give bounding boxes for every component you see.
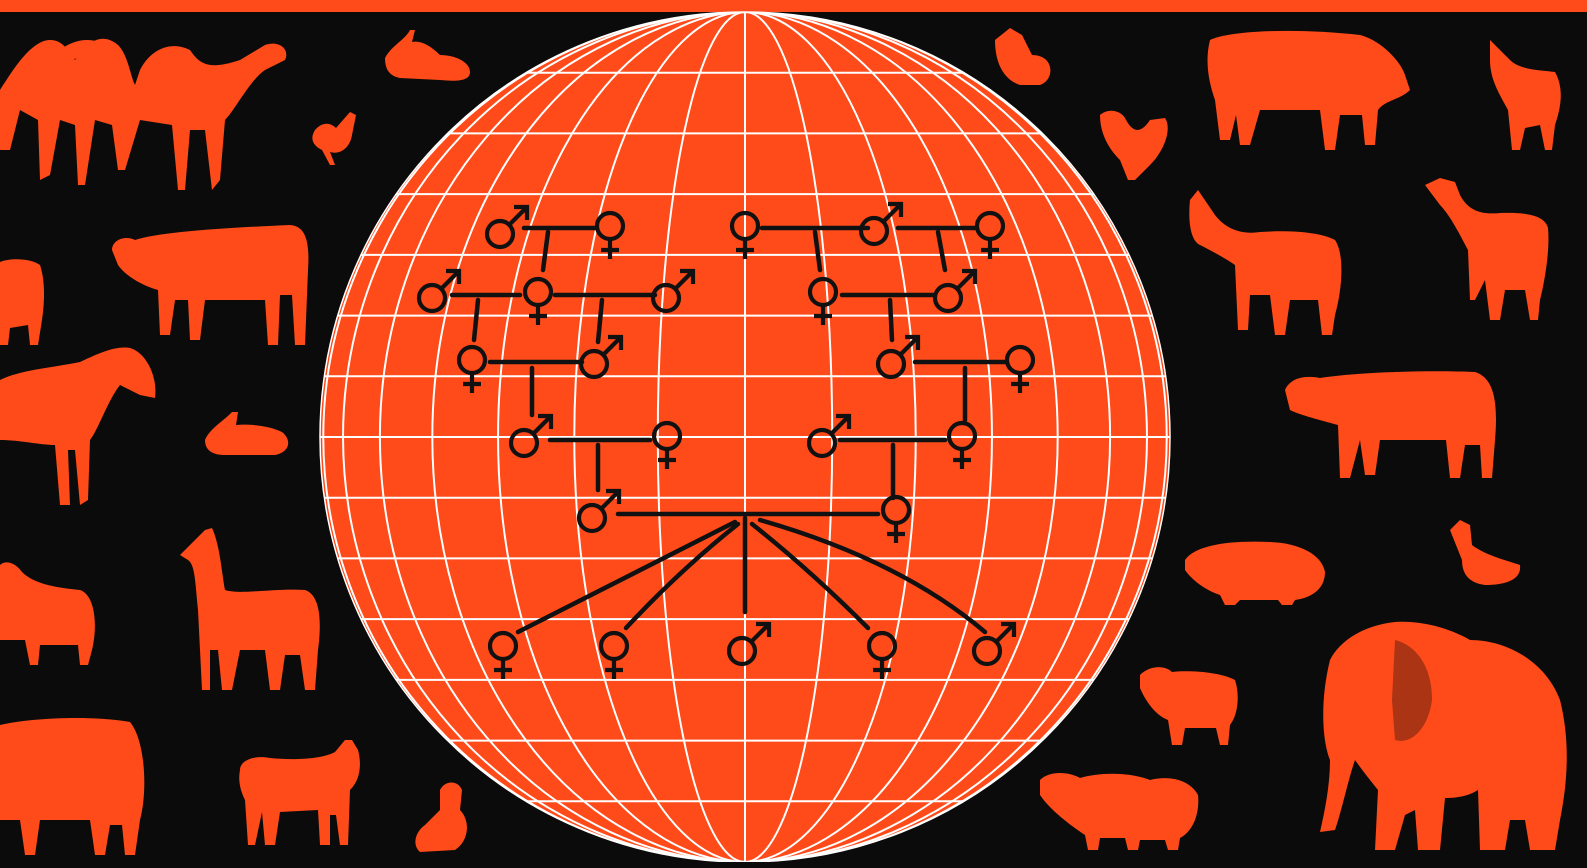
top-band <box>0 0 1587 12</box>
cow-silhouette <box>1285 371 1496 478</box>
cow-silhouette <box>1208 31 1410 150</box>
pig-silhouette <box>1185 542 1325 605</box>
camel-silhouette <box>0 39 286 190</box>
goat-silhouette <box>1490 40 1561 150</box>
llama-silhouette <box>180 528 320 690</box>
cow-silhouette <box>112 225 308 345</box>
cow-silhouette <box>0 718 144 855</box>
rooster-silhouette <box>1100 111 1168 180</box>
elephant-silhouette <box>1320 622 1567 850</box>
sheep-silhouette <box>1040 773 1198 850</box>
goat-silhouette <box>239 740 360 845</box>
deer-silhouette <box>1425 178 1548 320</box>
chicken-silhouette <box>312 112 356 165</box>
rabbit-silhouette <box>385 30 470 81</box>
pig-silhouette <box>0 259 44 345</box>
sheep-silhouette <box>1140 667 1238 745</box>
duck-silhouette <box>1450 520 1520 585</box>
bottom-band <box>0 862 1587 868</box>
horse-silhouette <box>0 347 155 505</box>
globe <box>320 12 1170 862</box>
duck-silhouette <box>415 783 467 853</box>
sheep-silhouette <box>0 562 95 665</box>
chicken-silhouette <box>995 28 1050 85</box>
rabbit-silhouette <box>205 412 288 455</box>
donkey-silhouette <box>1189 190 1341 335</box>
